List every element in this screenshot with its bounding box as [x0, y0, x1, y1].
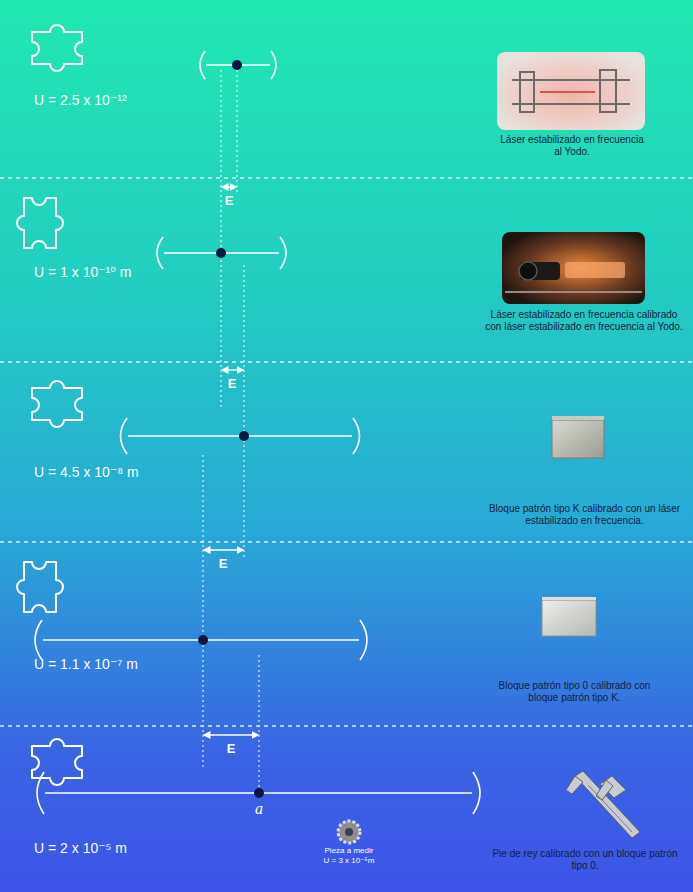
instrument-caption: Bloque patrón tipo 0 calibrado con bloqu… [492, 680, 657, 704]
traceability-level: U = 1 x 10⁻¹⁰ m Láser estabilizado en fre… [0, 178, 693, 362]
error-label: E [219, 556, 228, 571]
gauge-block-k [552, 416, 604, 458]
uncertainty-value: U = 1.1 x 10⁻⁷ m [34, 656, 138, 672]
gear-part [338, 821, 360, 843]
uncertainty-value: U = 1 x 10⁻¹⁰ m [34, 264, 131, 280]
uncertainty-value: U = 4.5 x 10⁻⁸ m [34, 464, 139, 480]
band-separators [0, 178, 693, 726]
error-label: E [227, 741, 236, 756]
instrument-caption: Pie de rey calibrado con un bloque patró… [490, 848, 680, 872]
traceability-level: U = 1.1 x 10⁻⁷ m Bloque patrón tipo 0 cal… [0, 542, 693, 726]
error-label: E [228, 376, 237, 391]
error-arrows [204, 187, 258, 735]
traceability-level: U = 2 x 10⁻⁵ m Pie de rey calibrado con u… [0, 726, 693, 892]
uncertainty-intervals [35, 51, 480, 814]
iodine-laser-photo [497, 52, 645, 130]
part-label: Pieza a medir [325, 846, 374, 855]
gauge-block-0 [542, 597, 596, 636]
traceability-level: U = 4.5 x 10⁻⁸ m Bloque patrón tipo K cal… [0, 362, 693, 542]
value-label: a [255, 800, 263, 818]
reference-lines [203, 70, 259, 789]
uncertainty-value: U = 2.5 x 10⁻¹² [34, 92, 127, 108]
caliper [566, 771, 640, 838]
instrument-caption: Láser estabilizado en frecuencia al Yodo… [497, 134, 647, 158]
instrument-caption: Bloque patrón tipo K calibrado con un lá… [487, 503, 682, 527]
value-dots [198, 60, 264, 798]
stabilized-laser-photo [502, 232, 645, 304]
uncertainty-value: U = 2 x 10⁻⁵ m [34, 840, 127, 856]
instrument-caption: Láser estabilizado en frecuencia calibra… [484, 309, 684, 333]
traceability-level: U = 2.5 x 10⁻¹² Láser estabilizado en fre… [0, 0, 693, 178]
part-label: U = 3 x 10⁻⁵m [324, 856, 375, 865]
error-label: E [225, 193, 234, 208]
